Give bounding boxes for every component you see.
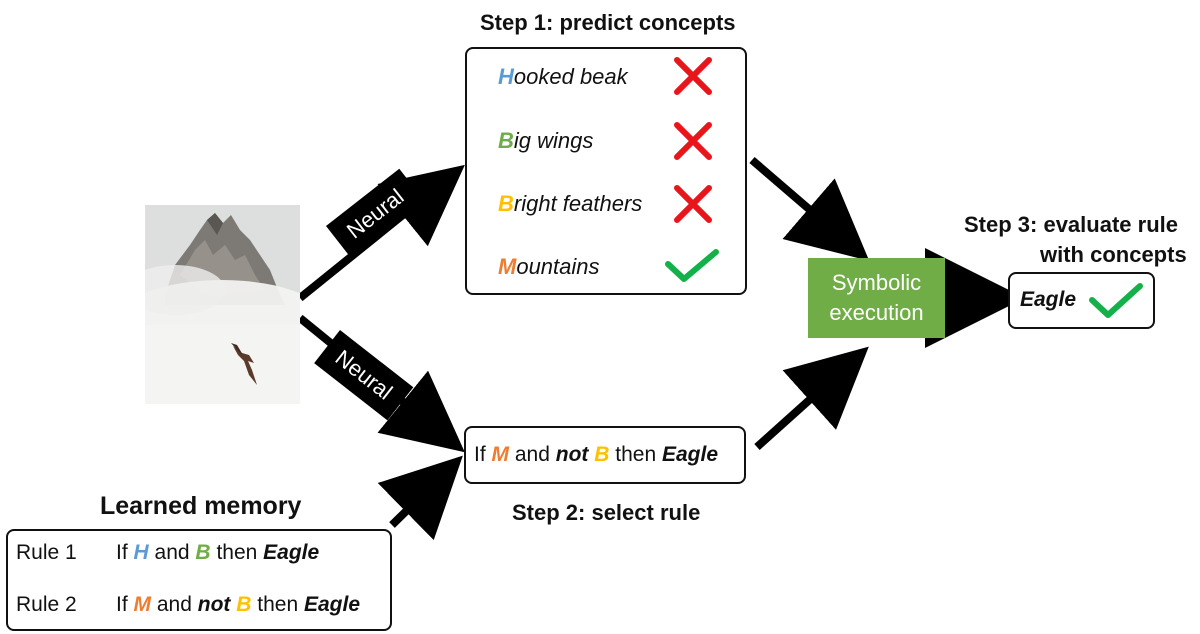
rule-then: then — [615, 443, 657, 466]
rule-concept-h: H — [133, 541, 149, 564]
arrow-rule-to-symbolic — [754, 346, 869, 450]
step3-title-line1: Step 3: evaluate rule — [964, 212, 1178, 237]
rule-concept-m: M — [491, 443, 510, 466]
concept-label: ooked beak — [513, 64, 628, 89]
memory-rule-2: Rule 2 — [16, 593, 77, 617]
rule-name: Rule 1 — [16, 541, 77, 564]
rule-concept-m: M — [133, 593, 152, 616]
rule-and: and — [156, 593, 192, 616]
concepts-box — [465, 47, 747, 295]
selected-rule-text: If M and not B then Eagle — [474, 443, 718, 467]
rule-eagle: Eagle — [263, 541, 320, 564]
rule-concept-b: B — [594, 443, 610, 466]
arrow-concepts-to-symbolic — [749, 156, 870, 261]
symbolic-line2: execution — [829, 300, 924, 325]
rule-then: then — [216, 541, 258, 564]
memory-rule-1-body: If H and B then Eagle — [116, 541, 319, 565]
concept-initial: H — [498, 64, 514, 89]
check-icon — [1089, 283, 1143, 318]
rule-eagle: Eagle — [303, 593, 361, 616]
eagle-silhouette — [231, 343, 257, 385]
concept-initial: B — [498, 191, 514, 216]
concept-label: ig wings — [513, 128, 594, 153]
concept-big-wings: Big wings — [498, 128, 593, 154]
symbolic-execution-box: Symbolic execution — [808, 258, 945, 338]
concept-hooked-beak: Hooked beak — [498, 64, 628, 90]
cross-icon — [674, 57, 712, 95]
arrow-memory-to-rule — [377, 455, 463, 541]
concept-label: right feathers — [513, 191, 643, 216]
rule-if: If — [116, 541, 128, 564]
check-icon — [665, 249, 719, 282]
rule-if: If — [116, 593, 128, 616]
concept-initial: M — [498, 254, 517, 279]
step3-title-line2: with concepts — [1040, 242, 1187, 267]
rule-eagle: Eagle — [661, 443, 719, 466]
memory-box — [6, 529, 392, 631]
concept-mountains: Mountains — [498, 254, 600, 280]
concept-label: ountains — [516, 254, 600, 279]
selected-rule-box — [464, 426, 746, 484]
rule-and: and — [154, 541, 190, 564]
photo-drawing — [145, 205, 300, 404]
eagle-mountain-photo — [145, 205, 300, 404]
rule-if: If — [474, 443, 486, 466]
concept-initial: B — [498, 128, 514, 153]
rule-not: not — [197, 593, 231, 616]
result-label: Eagle — [1020, 288, 1077, 311]
rule-then: then — [257, 593, 299, 616]
rule-and: and — [514, 443, 550, 466]
rule-concept-b: B — [195, 541, 211, 564]
cross-icon — [674, 122, 712, 160]
symbolic-line1: Symbolic — [831, 270, 922, 295]
rule-name: Rule 2 — [16, 593, 77, 616]
step2-title: Step 2: select rule — [512, 500, 701, 525]
result-box — [1008, 272, 1155, 329]
memory-rule-1: Rule 1 — [16, 541, 77, 565]
concept-bright-feathers: Bright feathers — [498, 191, 642, 217]
step1-title: Step 1: predict concepts — [480, 10, 736, 35]
rule-not: not — [555, 443, 589, 466]
rule-concept-b: B — [236, 593, 252, 616]
cross-icon — [674, 185, 712, 223]
memory-title: Learned memory — [100, 492, 302, 520]
memory-rule-2-body: If M and not B then Eagle — [116, 593, 360, 617]
